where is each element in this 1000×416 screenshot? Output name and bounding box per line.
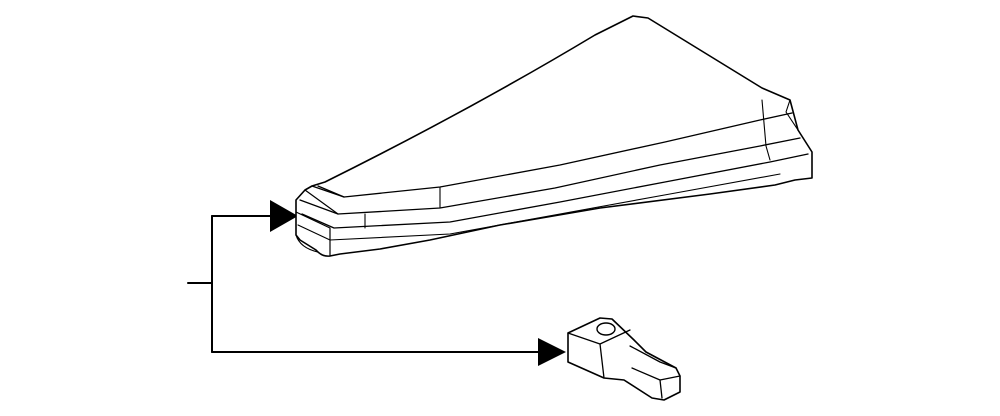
- cover-panel-foot: [295, 234, 319, 253]
- clip-fastener-hole: [596, 322, 616, 336]
- clip-fastener-outline: [567, 317, 681, 401]
- callout-leader: [187, 200, 566, 366]
- cover-panel-ledge: [364, 186, 441, 229]
- arrowhead-top: [270, 200, 298, 232]
- cover-panel-rim-inner: [297, 173, 781, 241]
- cover-panel-right-seam-a: [761, 99, 771, 161]
- clip-fastener-top-face: [567, 329, 631, 379]
- cover-panel: [295, 15, 813, 257]
- clip-fastener: [567, 317, 681, 401]
- cover-panel-right-seam-b: [785, 99, 799, 131]
- cover-panel-outline: [295, 15, 813, 257]
- clip-fastener-arm-end: [659, 375, 681, 381]
- cover-panel-corner-facet: [295, 185, 345, 257]
- arrowhead-bottom: [538, 338, 566, 366]
- cover-panel-rim-lower: [301, 153, 809, 229]
